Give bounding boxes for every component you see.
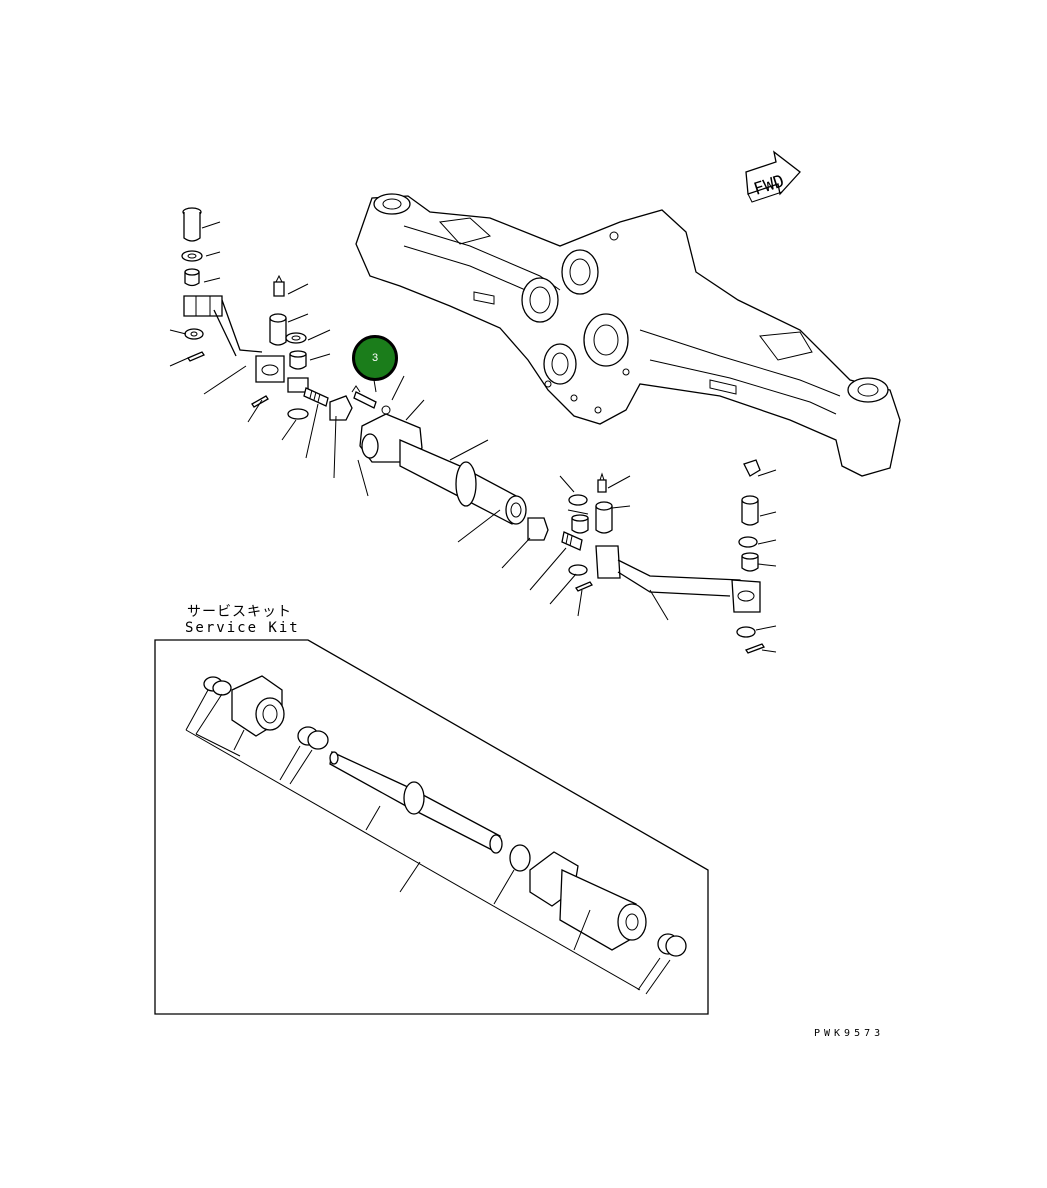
leader-lines [169, 221, 777, 653]
service-kit-label-japanese: サービスキット [187, 604, 292, 620]
right-hardware-parts [595, 459, 765, 654]
left-hardware-parts [181, 207, 391, 421]
drawing-code: PWK9573 [814, 1028, 885, 1039]
axle-housing [355, 193, 901, 477]
part-callout-3[interactable]: 3 [352, 335, 398, 381]
service-kit-label-english: Service Kit [185, 620, 300, 636]
callout-number: 3 [371, 352, 379, 364]
pivot-shaft [359, 413, 613, 592]
service-kit-box [154, 639, 709, 1015]
fwd-label: FWD [751, 171, 786, 200]
fwd-arrow-icon: FWD [745, 150, 801, 203]
